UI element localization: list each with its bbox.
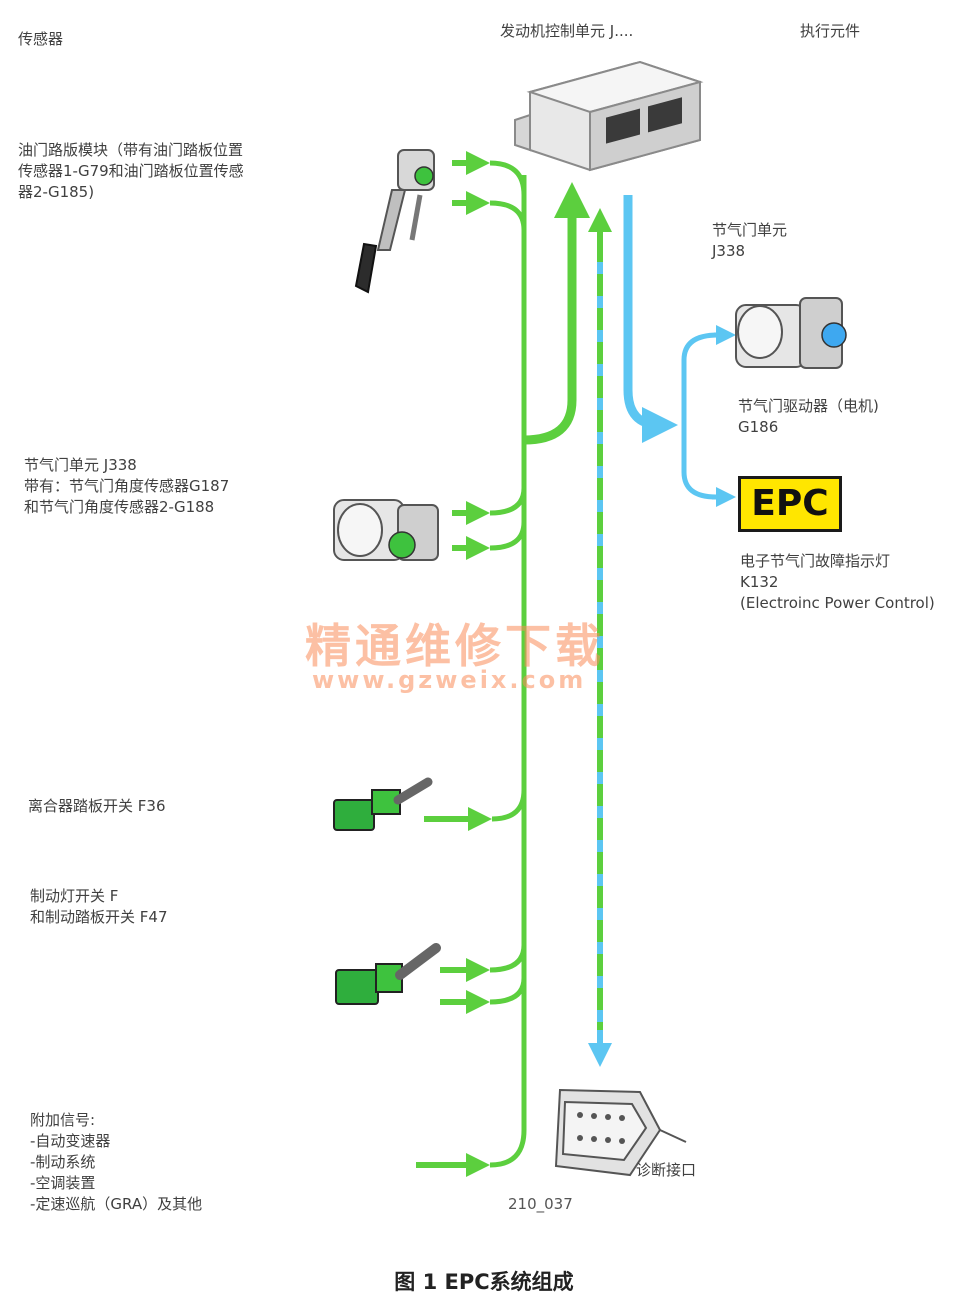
brake-label-line-2: 和制动踏板开关 F47 — [30, 908, 168, 926]
ecu-header: 发动机控制单元 J.... — [500, 22, 634, 40]
throttle-drive-line-2: G186 — [738, 418, 779, 436]
brake-switch-icon — [335, 943, 441, 1005]
accelerator-pedal-icon — [354, 149, 435, 294]
epc-lamp-line-1: 电子节气门故障指示灯 — [740, 552, 891, 570]
blue-ecu-output — [623, 195, 678, 443]
additional-line-2: -自动变速器 — [30, 1132, 111, 1150]
throttle-branch — [489, 487, 527, 551]
throttle-unit-label: 节气门单元 J338 — [712, 220, 787, 262]
figure-code: 210_037 — [508, 1195, 573, 1213]
brake-switch-label: 制动灯开关 F 和制动踏板开关 F47 — [30, 886, 167, 928]
green-feed-to-ecu — [523, 182, 590, 445]
actuators-header: 执行元件 — [800, 22, 861, 40]
epc-lamp-label: 电子节气门故障指示灯 K132 (Electroinc Power Contro… — [740, 551, 935, 614]
clutch-switch-label: 离合器踏板开关 F36 — [28, 796, 165, 817]
watermark-text: 精通维修下载 — [305, 619, 605, 673]
watermark-url: www.gzweix.com — [312, 666, 587, 694]
throttle-sensor-line-3: 和节气门角度传感器2-G188 — [24, 498, 215, 516]
epc-warning-lamp: EPC — [738, 476, 842, 532]
throttle-sensor-label: 节气门单元 J338 带有：节气门角度传感器G187 和节气门角度传感器2-G1… — [24, 455, 229, 518]
figure-caption: 图 1 EPC系统组成 — [394, 1270, 574, 1294]
additional-line-5: -定速巡航（GRA）及其他 — [30, 1195, 203, 1213]
throttle-unit-line-2: J338 — [712, 242, 746, 260]
epc-lamp-line-3: (Electroinc Power Control) — [740, 594, 935, 612]
sensors-header: 传感器 — [18, 30, 64, 48]
additional-line-1: 附加信号: — [30, 1111, 96, 1129]
pedal-branch — [489, 160, 527, 231]
clutch-label-line-1: 离合器踏板开关 F36 — [28, 797, 166, 815]
additional-line-3: -制动系统 — [30, 1153, 96, 1171]
throttle-unit-actuator-icon — [735, 297, 847, 369]
additional-signals-label: 附加信号: -自动变速器 -制动系统 -空调装置 -定速巡航（GRA）及其他 — [30, 1110, 202, 1215]
pedal-module-label: 油门路版模块（带有油门踏板位置 传感器1-G79和油门踏板位置传感 器2-G18… — [18, 140, 244, 203]
throttle-sensor-line-2: 带有：节气门角度传感器G187 — [24, 477, 230, 495]
clutch-switch-icon — [333, 777, 433, 831]
throttle-unit-sensor-icon — [333, 499, 439, 561]
ecu-unit-icon — [514, 60, 704, 172]
pedal-label-line-2: 传感器1-G79和油门踏板位置传感 — [18, 162, 244, 180]
brake-label-line-1: 制动灯开关 F — [30, 887, 119, 905]
diagnostic-connector-icon — [554, 1088, 687, 1177]
green-signal-bus — [489, 175, 527, 1168]
additional-line-4: -空调装置 — [30, 1174, 96, 1192]
brake-branch — [489, 944, 527, 1005]
throttle-sensor-line-1: 节气门单元 J338 — [24, 456, 137, 474]
throttle-unit-line-1: 节气门单元 — [712, 221, 788, 239]
throttle-drive-line-1: 节气门驱动器（电机) — [738, 397, 879, 415]
pedal-label-line-1: 油门路版模块（带有油门踏板位置 — [18, 141, 244, 159]
diagnostic-label: 诊断接口 — [636, 1161, 697, 1179]
epc-lamp-line-2: K132 — [740, 573, 779, 591]
throttle-drive-label: 节气门驱动器（电机) G186 — [738, 396, 879, 438]
blue-actuator-split — [681, 332, 719, 500]
pedal-label-line-3: 器2-G185) — [18, 183, 95, 201]
clutch-branch — [491, 789, 527, 822]
